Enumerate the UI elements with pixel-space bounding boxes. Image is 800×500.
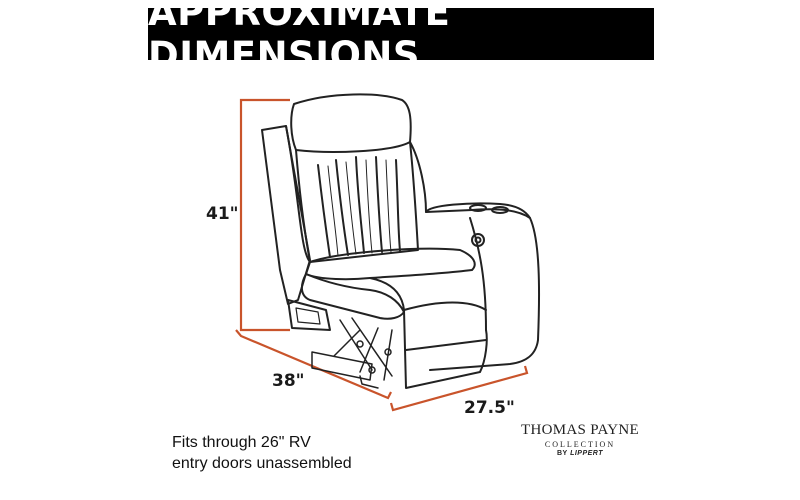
depth-dimension-line bbox=[235, 329, 392, 400]
brand-by: BY bbox=[557, 450, 568, 457]
title-banner: APPROXIMATE DIMENSIONS bbox=[148, 0, 654, 77]
fit-note-line-2: entry doors unassembled bbox=[172, 455, 352, 472]
fit-note-line-1: Fits through 26" RV bbox=[172, 434, 311, 451]
height-dimension-line bbox=[239, 98, 290, 332]
depth-label: 38" bbox=[272, 371, 305, 391]
brand-logo: THOMAS PAYNE COLLECTION BY LIPPERT bbox=[520, 422, 640, 457]
width-dimension-line bbox=[389, 365, 529, 412]
brand-maker: LIPPERT bbox=[570, 450, 603, 457]
brand-name: THOMAS PAYNE bbox=[521, 422, 639, 438]
brand-collection: COLLECTION bbox=[544, 440, 616, 449]
brand-maker-line: BY LIPPERT bbox=[520, 450, 640, 457]
recliner-outline bbox=[261, 93, 541, 389]
fit-note: Fits through 26" RV entry doors unassemb… bbox=[172, 432, 352, 474]
width-label: 27.5" bbox=[464, 398, 515, 418]
dimension-lines bbox=[235, 98, 529, 412]
page-title: APPROXIMATE DIMENSIONS bbox=[148, 0, 451, 77]
height-label: 41" bbox=[206, 204, 239, 224]
